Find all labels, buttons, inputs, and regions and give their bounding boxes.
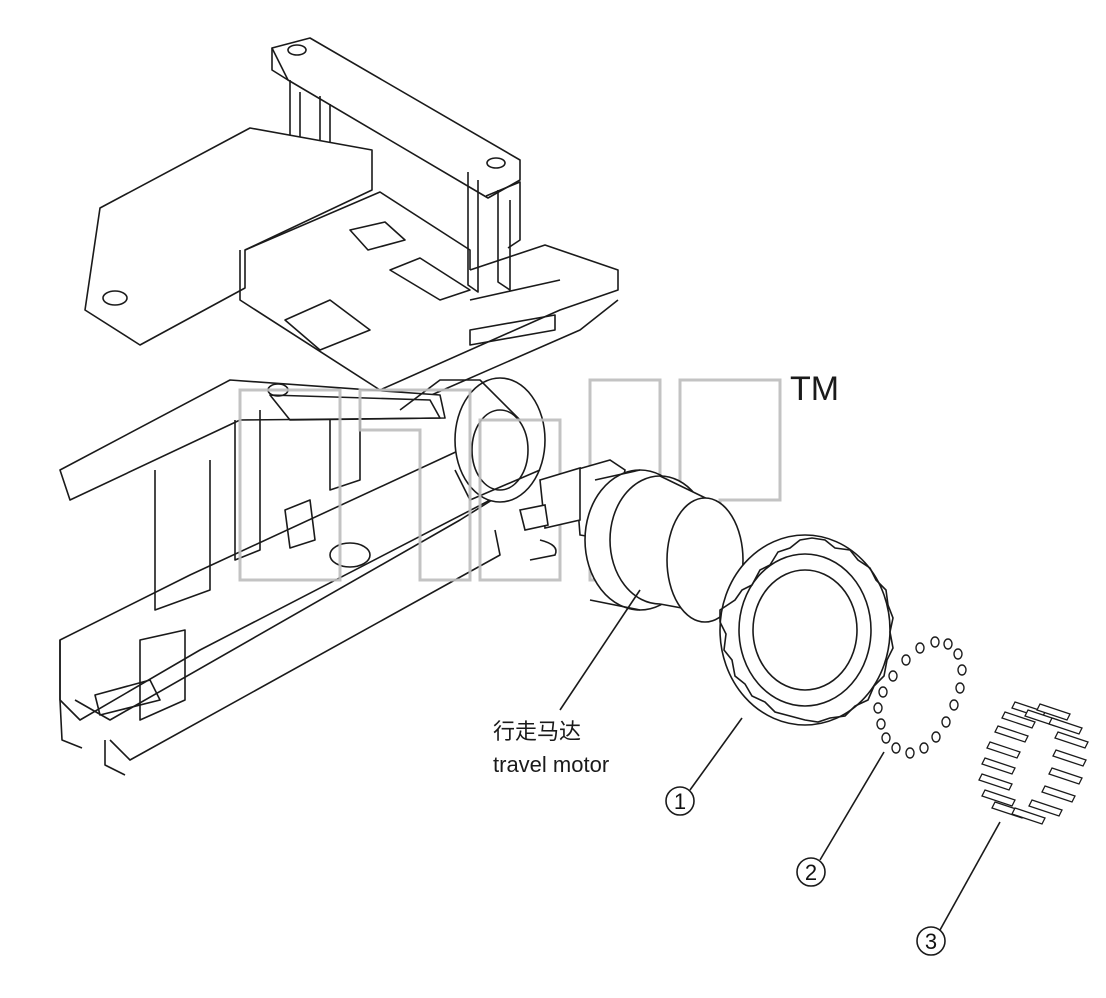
callout-3-circle — [916, 926, 946, 956]
motor-leader-line — [559, 589, 641, 711]
callout-2-leader — [819, 751, 885, 861]
callout-3-number: 3 — [925, 929, 937, 954]
washer-ring — [873, 636, 967, 759]
travel-motor — [519, 459, 744, 623]
bolt-set — [978, 701, 1089, 825]
sprocket — [719, 534, 894, 726]
callout-3-leader — [939, 821, 1001, 931]
callout-2-number: 2 — [805, 860, 817, 885]
motor-label-cn: 行走马达 — [493, 719, 581, 744]
callout-1-leader — [689, 717, 743, 791]
callout-1-circle — [665, 786, 695, 816]
callout-2-circle — [796, 857, 826, 887]
callout-1-number: 1 — [674, 789, 686, 814]
motor-label-en: travel motor — [493, 752, 609, 777]
watermark-tm: TM — [790, 370, 839, 408]
chassis-frame — [59, 37, 619, 776]
